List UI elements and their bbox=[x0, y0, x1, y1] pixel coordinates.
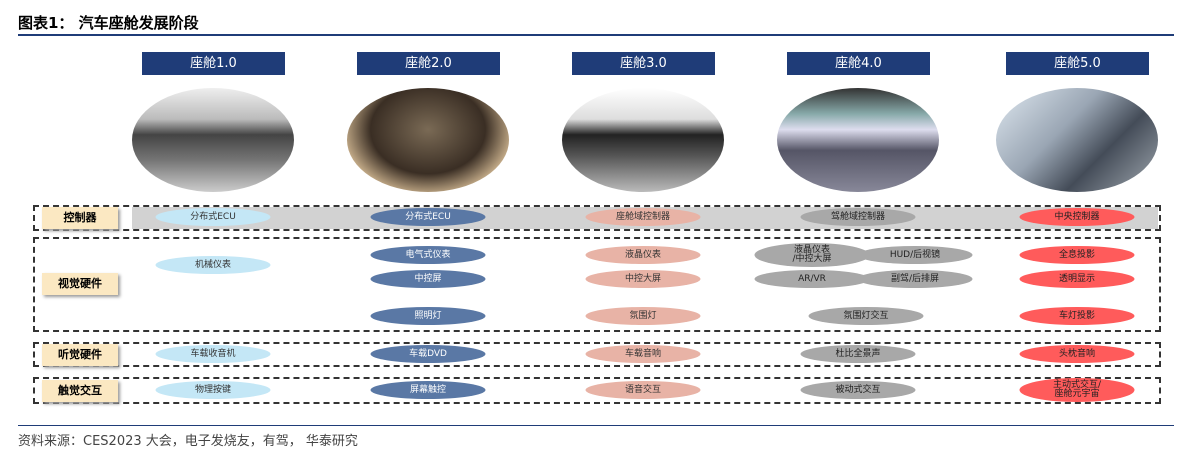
stage-feature: 氛围灯 bbox=[585, 307, 701, 325]
stage-feature: 中控屏 bbox=[370, 270, 486, 288]
stage-header-5: 座舱5.0 bbox=[1006, 52, 1149, 75]
stage-feature: 照明灯 bbox=[370, 307, 486, 325]
stage-feature: 屏幕触控 bbox=[370, 381, 486, 399]
stage-feature: 机械仪表 bbox=[155, 256, 271, 274]
stage-header-3: 座舱3.0 bbox=[572, 52, 715, 75]
stage-feature: 头枕音响 bbox=[1019, 345, 1135, 363]
stage-header-1: 座舱1.0 bbox=[142, 52, 285, 75]
footer-divider bbox=[18, 425, 1174, 426]
stage-feature: 物理按键 bbox=[155, 381, 271, 399]
row-box-audio bbox=[33, 342, 1161, 367]
stage-header-2: 座舱2.0 bbox=[357, 52, 500, 75]
stage-feature: 氛围灯交互 bbox=[808, 307, 924, 325]
stage-feature: 车灯投影 bbox=[1019, 307, 1135, 325]
cockpit-image-3 bbox=[562, 88, 724, 192]
stage-feature: 分布式ECU bbox=[155, 208, 271, 226]
stage-feature: 主动式交互/ 座舱元宇宙 bbox=[1019, 378, 1135, 402]
cockpit-image-1 bbox=[132, 88, 294, 192]
stage-feature: 液晶仪表 /中控大屏 bbox=[754, 243, 870, 267]
title-divider bbox=[18, 34, 1174, 36]
stage-header-4: 座舱4.0 bbox=[787, 52, 930, 75]
stage-feature: 中控大屏 bbox=[585, 270, 701, 288]
stage-feature: 车载音响 bbox=[585, 345, 701, 363]
row-box-touch bbox=[33, 377, 1161, 404]
cockpit-image-4 bbox=[777, 88, 939, 192]
row-label: 控制器 bbox=[42, 207, 118, 229]
stage-feature: 中央控制器 bbox=[1019, 208, 1135, 226]
source-note: 资料来源：CES2023 大会，电子发烧友，有驾， 华泰研究 bbox=[18, 434, 358, 449]
stage-feature: 全息投影 bbox=[1019, 246, 1135, 264]
row-box-controller bbox=[33, 205, 1161, 231]
row-label: 视觉硬件 bbox=[42, 273, 118, 295]
row-label: 触觉交互 bbox=[42, 380, 118, 402]
stage-feature: 被动式交互 bbox=[800, 381, 916, 399]
cockpit-image-5 bbox=[996, 88, 1158, 192]
stage-feature: 副驾/后排屏 bbox=[857, 270, 973, 288]
stage-feature: 车载收音机 bbox=[155, 345, 271, 363]
stage-feature: AR/VR bbox=[754, 270, 870, 288]
stage-feature: HUD/后视镜 bbox=[857, 246, 973, 264]
stage-feature: 液晶仪表 bbox=[585, 246, 701, 264]
stage-feature: 分布式ECU bbox=[370, 208, 486, 226]
figure-title: 图表1： 汽车座舱发展阶段 bbox=[18, 14, 199, 32]
stage-feature: 电气式仪表 bbox=[370, 246, 486, 264]
row-label: 听觉硬件 bbox=[42, 344, 118, 366]
stage-feature: 杜比全景声 bbox=[800, 345, 916, 363]
stage-feature: 透明显示 bbox=[1019, 270, 1135, 288]
cockpit-image-2 bbox=[347, 88, 509, 192]
stage-feature: 座舱域控制器 bbox=[585, 208, 701, 226]
stage-feature: 驾舱域控制器 bbox=[800, 208, 916, 226]
stage-feature: 语音交互 bbox=[585, 381, 701, 399]
row-box-visual bbox=[33, 237, 1161, 332]
stage-feature: 车载DVD bbox=[370, 345, 486, 363]
